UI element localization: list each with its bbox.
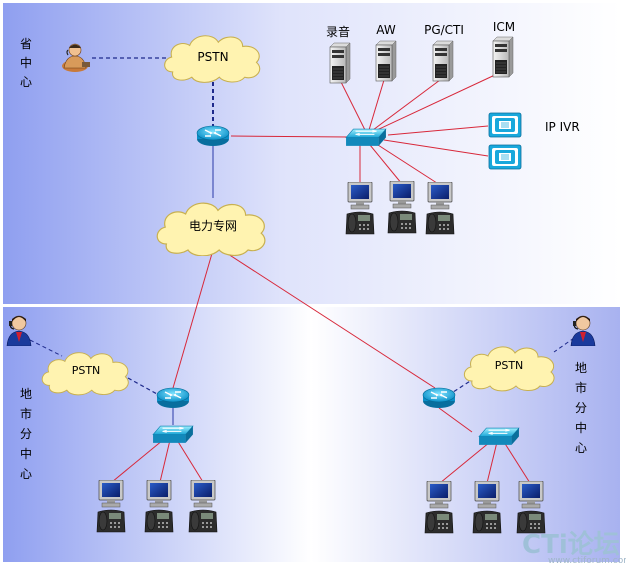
left-city-switch-icon (152, 425, 194, 444)
server-label-aw: AW (376, 23, 396, 37)
server-label-icm: ICM (493, 20, 515, 34)
left-switch-station-3-link (176, 439, 204, 483)
aw-server-icon (375, 40, 397, 82)
province-label-char-1: 省 (20, 37, 32, 51)
province-region-background (3, 3, 620, 304)
province-label-char-2: 中 (20, 55, 32, 70)
watermark-logo: CTi论坛 (522, 530, 620, 560)
pstn-top-label: PSTN (197, 50, 228, 64)
ip-ivr-2-icon (488, 144, 522, 170)
left-city-label-char-5: 心 (20, 467, 32, 481)
pstn-right-router-link (449, 377, 476, 395)
icm-server-icon (492, 36, 514, 78)
power-net-label: 电力专网 (189, 218, 237, 233)
left-switch-station-2-link (159, 439, 171, 483)
server-label-pgcti: PG/CTI (424, 23, 464, 37)
powernet-left-router-link (172, 249, 214, 389)
right-switch-station-2-link (486, 441, 498, 484)
server-label-recording: 录音 (326, 24, 350, 39)
switch-ivr-1-link (387, 125, 489, 136)
right-switch-station-3-link (503, 441, 531, 484)
province-router-icon (196, 125, 230, 147)
switch-station-3-link (377, 144, 441, 186)
right-city-label-char-1: 地 (575, 361, 587, 375)
province-label-char-3: 心 (20, 75, 32, 89)
right-city-label-char-2: 市 (575, 380, 587, 395)
switch-server-3-link (372, 79, 441, 131)
right-city-label-char-4: 中 (575, 420, 587, 435)
right-city-router-icon (422, 387, 456, 409)
pstn-left-label: PSTN (72, 364, 101, 377)
right-city-switch-icon (478, 427, 520, 446)
pgcti-server-icon (432, 40, 454, 82)
left-city-router-icon (156, 387, 190, 409)
right-city-label-char-3: 分 (575, 401, 587, 415)
right-city-label-char-5: 心 (575, 441, 587, 455)
ip-ivr-label: IP IVR (545, 120, 580, 134)
right-switch-station-1-link (439, 441, 491, 484)
province-switch-icon (345, 128, 387, 147)
agent-left-pstn-link (29, 339, 63, 357)
switch-server-4-link (376, 73, 498, 131)
router-switch-right-link (438, 407, 473, 433)
switch-ivr-2-link (383, 139, 489, 157)
connection-lines (29, 57, 575, 484)
watermark-url: www.ctiforum.com (548, 556, 626, 565)
powernet-right-router-link (227, 253, 436, 389)
left-city-label-char-3: 分 (20, 427, 32, 441)
left-city-label-char-1: 地 (20, 387, 32, 401)
switch-server-2-link (368, 79, 385, 131)
router-switch-link (230, 135, 349, 138)
ip-ivr-1-icon (488, 112, 522, 138)
pstn-left-router-link (127, 377, 158, 395)
left-switch-station-1-link (111, 439, 164, 483)
pstn-right-label: PSTN (495, 359, 524, 372)
recording-server-icon (329, 42, 351, 84)
switch-station-2-link (369, 144, 403, 185)
left-city-label-char-4: 中 (20, 446, 32, 461)
switch-server-1-link (339, 79, 366, 131)
left-city-label-char-2: 市 (20, 406, 32, 421)
